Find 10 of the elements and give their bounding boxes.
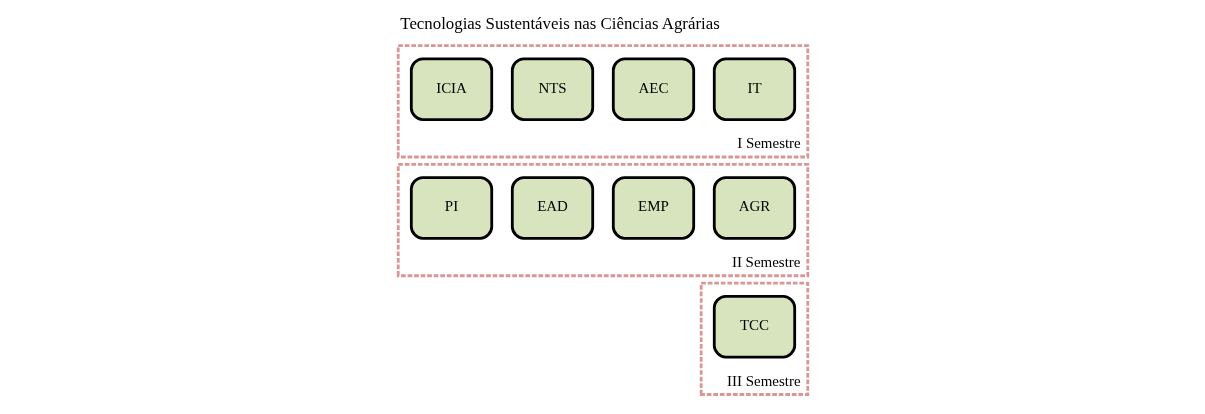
node-box: AGR xyxy=(712,176,796,240)
diagram-title: Tecnologias Sustentáveis nas Ciências Agrárias xyxy=(399,14,720,34)
node-box: NTS xyxy=(510,57,594,121)
node-box: EMP xyxy=(611,176,695,240)
node-box: PI xyxy=(409,176,493,240)
node-box: ICIA xyxy=(409,57,493,121)
node-box: AEC xyxy=(611,57,695,121)
node-box: IT xyxy=(712,57,796,121)
node-box: TCC xyxy=(712,294,796,359)
node-box: EAD xyxy=(510,176,594,240)
